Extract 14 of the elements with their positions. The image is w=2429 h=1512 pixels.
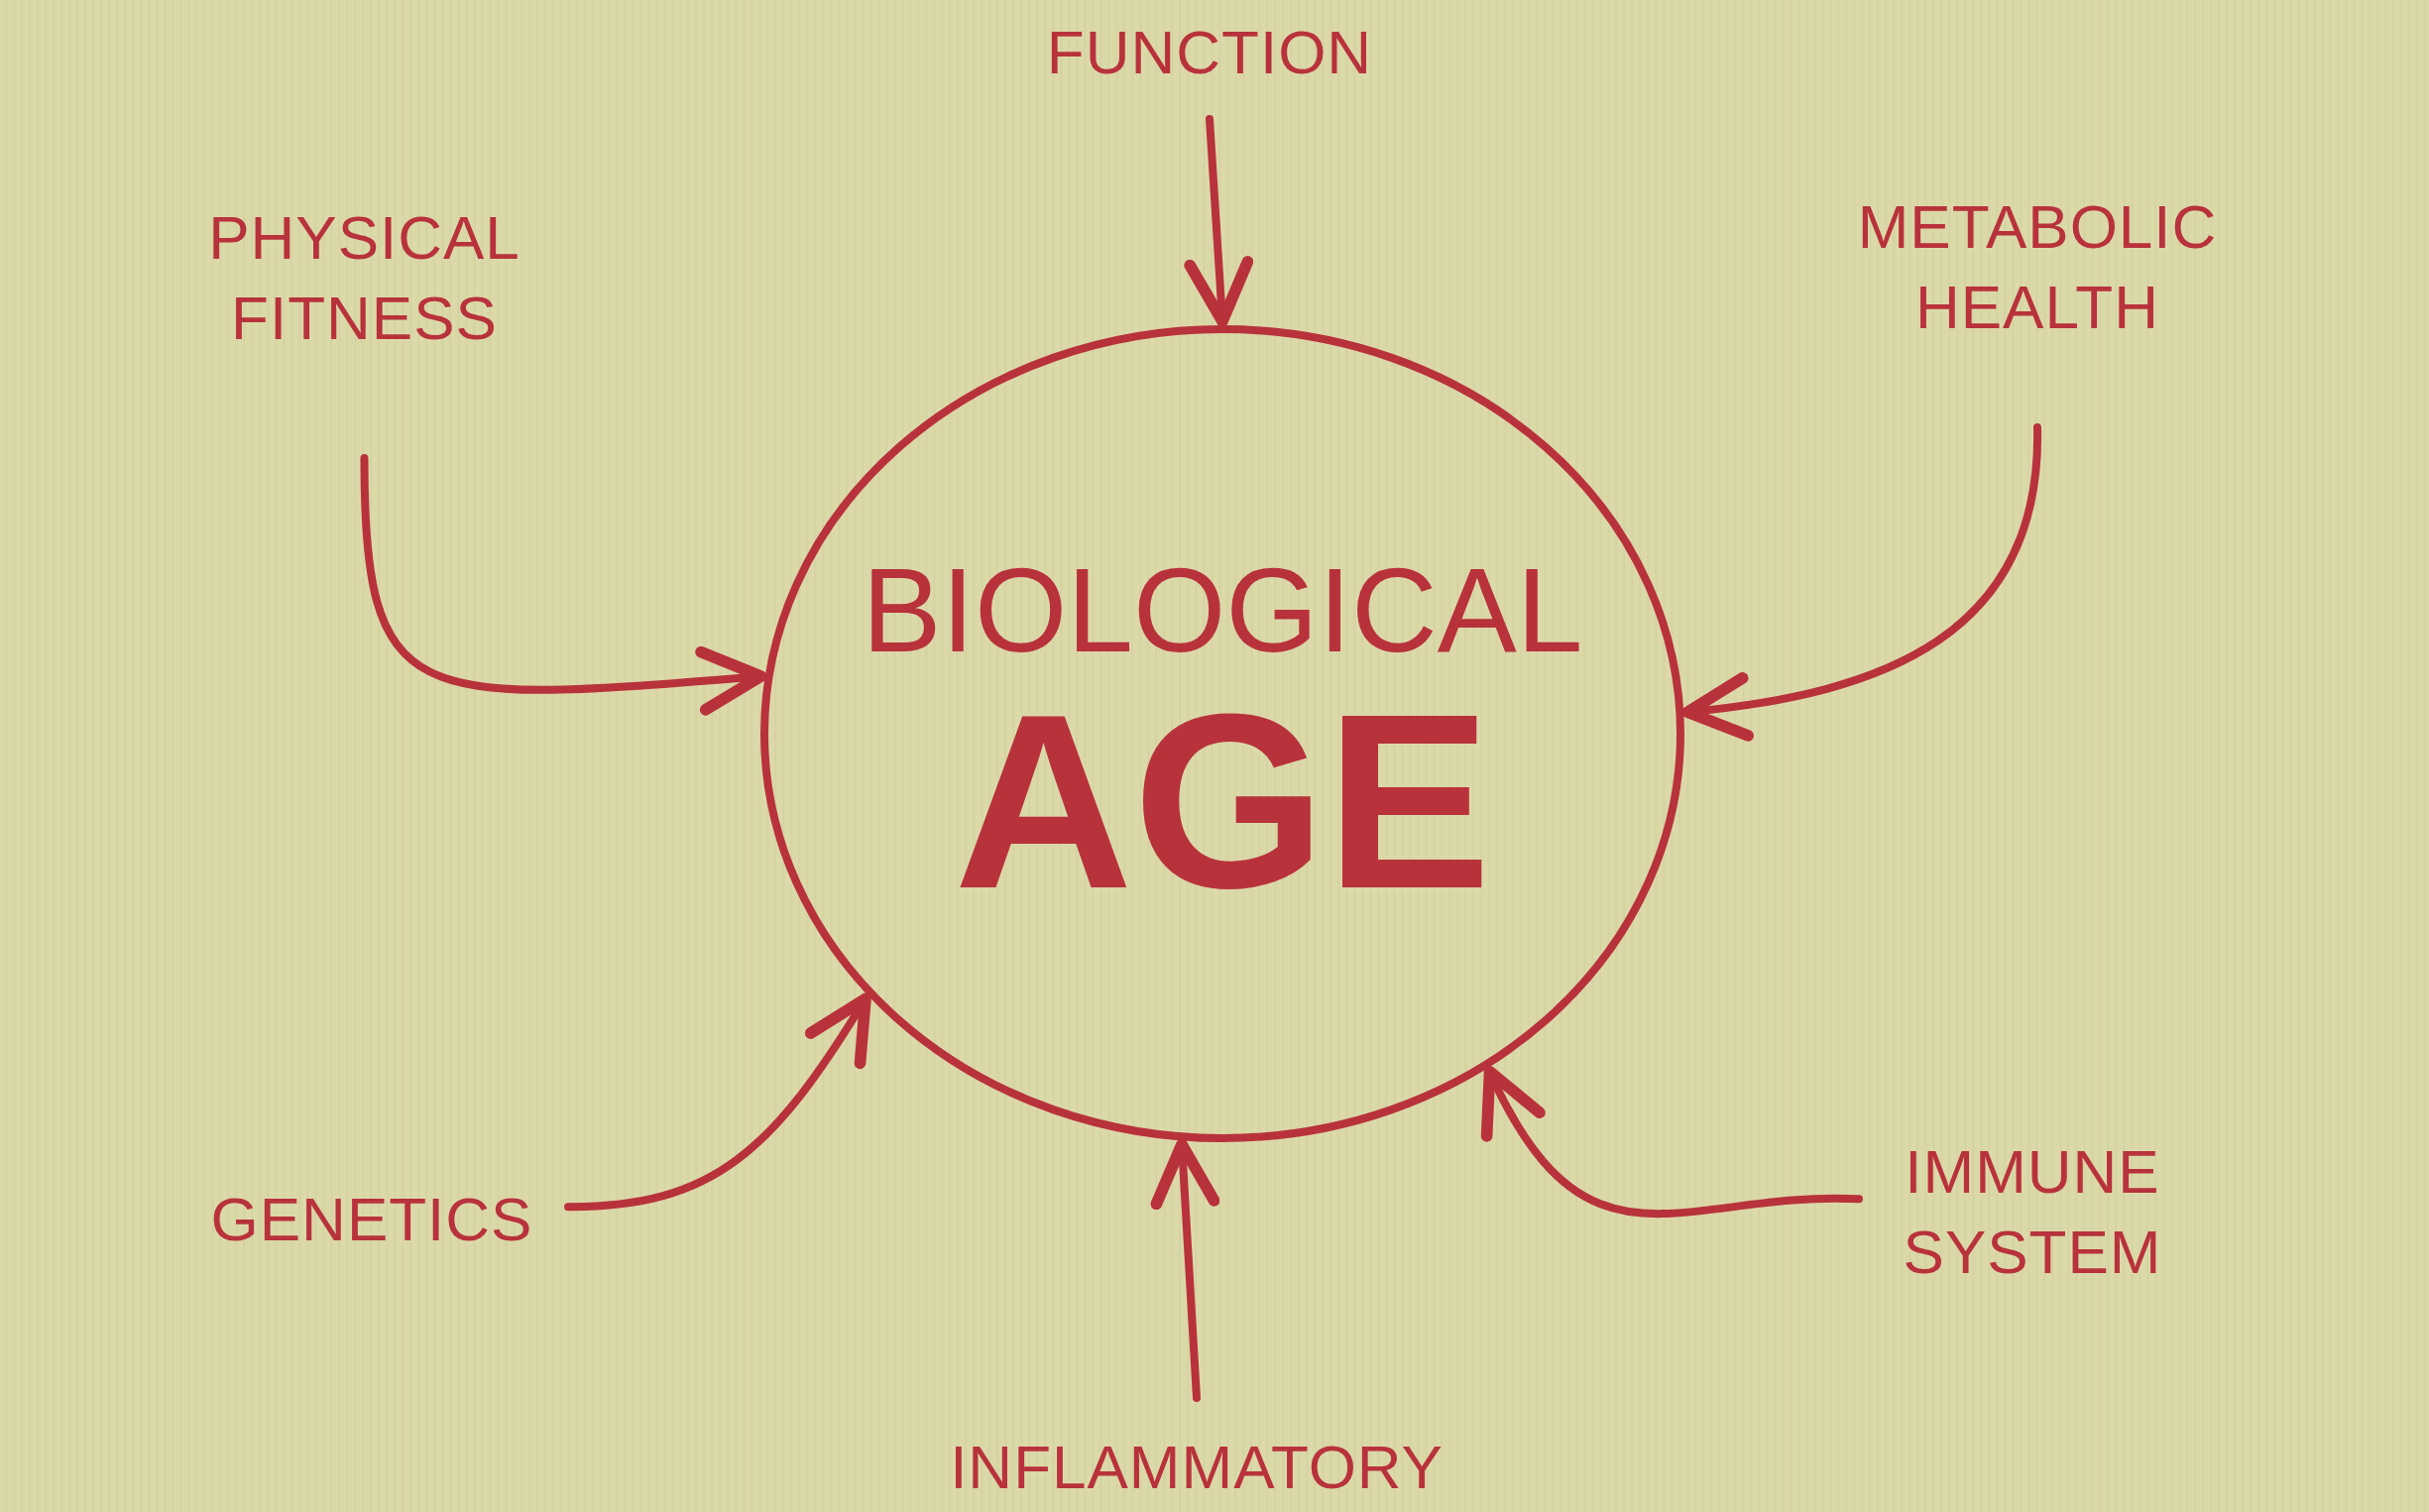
factor-label: METABOLIC HEALTH <box>1856 190 2219 343</box>
factor-label: IMMUNE SYSTEM <box>1902 1136 2163 1288</box>
factor-label: GENETICS <box>210 1184 533 1256</box>
heading-text: AGE <box>954 678 1491 926</box>
factor-label: FUNCTION <box>1046 16 1373 88</box>
arrow <box>1681 423 2041 741</box>
factor-label: PHYSICAL FITNESS <box>207 202 521 354</box>
arrow <box>360 454 767 716</box>
factor-label: INFLAMMATORY <box>950 1431 1444 1503</box>
arrow <box>1483 1065 1863 1218</box>
arrow <box>1184 115 1254 327</box>
arrow <box>1150 1138 1220 1402</box>
arrow <box>564 992 871 1212</box>
heading-text: BIOLOGICAL <box>862 542 1583 678</box>
